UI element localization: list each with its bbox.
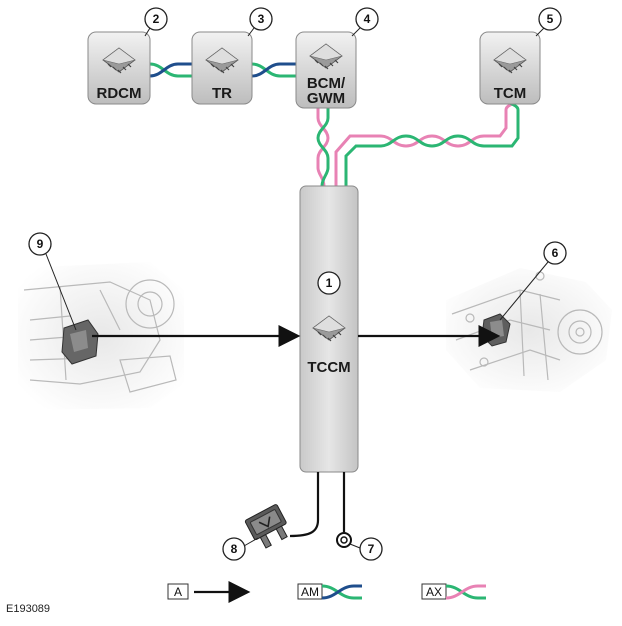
callout-2: 2: [144, 7, 168, 37]
callout-number: 9: [37, 237, 44, 251]
module-label-rdcm: RDCM: [97, 85, 142, 102]
callout-number: 2: [153, 12, 160, 26]
callout-number: 6: [552, 246, 559, 260]
am-bus-tr-bcm: [251, 62, 296, 78]
ground-eyelet-icon: [336, 532, 352, 548]
callout-7: 7: [349, 537, 383, 561]
legend-ax: AX: [421, 583, 486, 600]
module-label-gwm: GWM: [307, 90, 345, 107]
legend-label-a: A: [174, 585, 182, 599]
callout-number: 8: [231, 542, 238, 556]
am-bus-rdcm-tr: [149, 62, 192, 78]
callout-number: 1: [326, 276, 333, 290]
callout-number: 4: [364, 12, 371, 26]
callout-9: 9: [28, 232, 77, 331]
module-label-tr: TR: [212, 85, 232, 102]
fuse-icon: [244, 504, 288, 549]
module-rdcm: RDCM: [87, 31, 151, 105]
callout-6: 6: [499, 241, 567, 321]
callout-number: 7: [368, 542, 375, 556]
module-label-bcm: BCM/: [307, 75, 346, 92]
callout-5: 5: [535, 7, 562, 37]
power-wire: [289, 472, 320, 538]
module-bcm-gwm: BCM/ GWM: [295, 31, 357, 109]
module-label-tcm: TCM: [494, 85, 527, 102]
component-photo-right: [446, 268, 612, 392]
module-label-tccm: TCCM: [307, 359, 350, 376]
callout-number: 3: [258, 12, 265, 26]
sensor-highlight: [61, 319, 99, 365]
callout-1: 1: [317, 271, 341, 295]
legend-label-am: AM: [301, 585, 319, 599]
callout-number: 5: [547, 12, 554, 26]
module-tcm: TCM: [479, 31, 541, 105]
ax-bus: [316, 108, 520, 187]
figure-id: E193089: [6, 603, 51, 615]
callout-3: 3: [247, 7, 273, 37]
module-tccm: TCCM: [299, 185, 359, 473]
callout-8: 8: [222, 537, 259, 561]
legend-a: A: [167, 581, 251, 603]
callout-4: 4: [351, 7, 379, 37]
legend-am: AM: [297, 583, 362, 600]
module-tr: TR: [191, 31, 253, 105]
legend-label-ax: AX: [426, 585, 442, 599]
